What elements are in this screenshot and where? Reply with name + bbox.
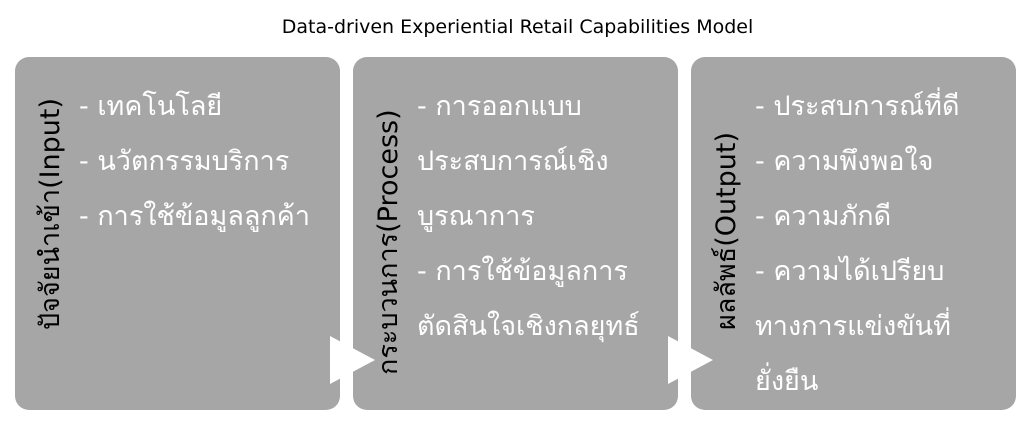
output-item: - ความพึงพอใจ [755,146,934,177]
input-item: - นวัตกรรมบริการ [79,146,290,177]
output-item: - ความภักดี [755,201,892,232]
diagram-title: Data-driven Experiential Retail Capabili… [281,16,754,38]
process-label: กระบวนการ(Process) [373,109,404,375]
arrow-right-icon [668,336,713,384]
input-item: - การใช้ข้อมูลลูกค้า [79,201,310,232]
output-item: - ประสบการณ์ที่ดี [755,91,960,122]
output-item: - ความได้เปรียบทางการแข่งขันที่ยั่งยืน [755,256,951,397]
process-item: - การออกแบบประสบการณ์เชิงบูรณาการ [417,91,609,232]
input-box: ปัจจัยนำเข้า(Input) - เทคโนโลยี - นวัตกร… [15,57,340,410]
output-box: ผลลัพธ์(Output) - ประสบการณ์ที่ดี - ความ… [691,57,1016,410]
input-label: ปัจจัยนำเข้า(Input) [35,97,66,330]
input-item: - เทคโนโลยี [79,91,223,122]
arrow-right-icon [330,336,375,384]
process-item: - การใช้ข้อมูลการตัดสินใจเชิงกลยุทธ์ [417,256,640,342]
process-box: กระบวนการ(Process) - การออกแบบประสบการณ์… [353,57,678,410]
output-label: ผลลัพธ์(Output) [711,131,742,330]
